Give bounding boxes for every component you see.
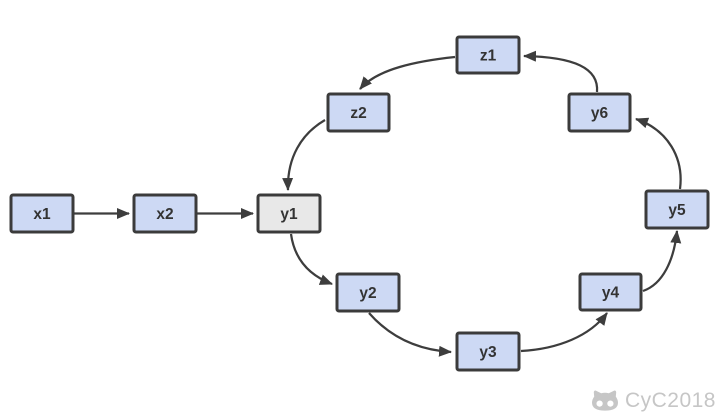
- node-z1-box: [455, 35, 521, 75]
- github-octocat-icon: [591, 390, 618, 411]
- edge-y4-y5: [642, 230, 682, 293]
- node-y5-label: y5: [668, 202, 686, 219]
- node-y3-label: y3: [479, 344, 497, 361]
- nodes-layer: x1 x2 y1 y2 y3 y4 y5 y6 z1 z2: [9, 35, 710, 372]
- node-y6: y6: [567, 92, 632, 133]
- edge-y2-y3: [368, 312, 452, 357]
- node-z1-label: z1: [480, 48, 497, 65]
- node-y2-label: y2: [359, 285, 376, 302]
- watermark-label: CyC2018: [624, 389, 716, 412]
- node-y5-box: [644, 189, 710, 230]
- node-y1-label: y1: [280, 206, 298, 223]
- edge-z1-z2: [359, 55, 456, 90]
- node-x2-label: x2: [156, 206, 173, 223]
- node-z2-label: z2: [350, 105, 366, 122]
- edge-y3-y4: [520, 312, 608, 353]
- node-x1-label: x1: [33, 206, 51, 223]
- node-y5: y5: [644, 189, 710, 230]
- node-y3-box: [455, 331, 521, 372]
- node-y3: y3: [455, 331, 521, 372]
- node-x2-box: [132, 193, 198, 234]
- node-z1: z1: [455, 35, 521, 75]
- node-y6-box: [567, 92, 632, 133]
- edge-z2-y1: [282, 119, 326, 191]
- edge-y5-y6: [635, 117, 682, 190]
- node-y4: y4: [578, 272, 643, 312]
- node-y6-label: y6: [591, 105, 609, 122]
- node-y1: y1: [256, 193, 322, 234]
- edge-y1-y2: [289, 233, 333, 286]
- node-y4-label: y4: [602, 285, 620, 302]
- node-y2-box: [335, 272, 401, 313]
- edge-y6-z1: [523, 50, 599, 93]
- node-z2-box: [326, 92, 391, 133]
- node-x1-box: [9, 193, 75, 234]
- node-x1: x1: [9, 193, 75, 234]
- node-y1-box: [256, 193, 322, 234]
- node-y4-box: [578, 272, 643, 312]
- edges-layer: [73, 50, 682, 357]
- node-x2: x2: [132, 193, 198, 234]
- node-y2: y2: [335, 272, 401, 313]
- watermark: CyC2018: [591, 388, 716, 413]
- node-z2: z2: [326, 92, 391, 133]
